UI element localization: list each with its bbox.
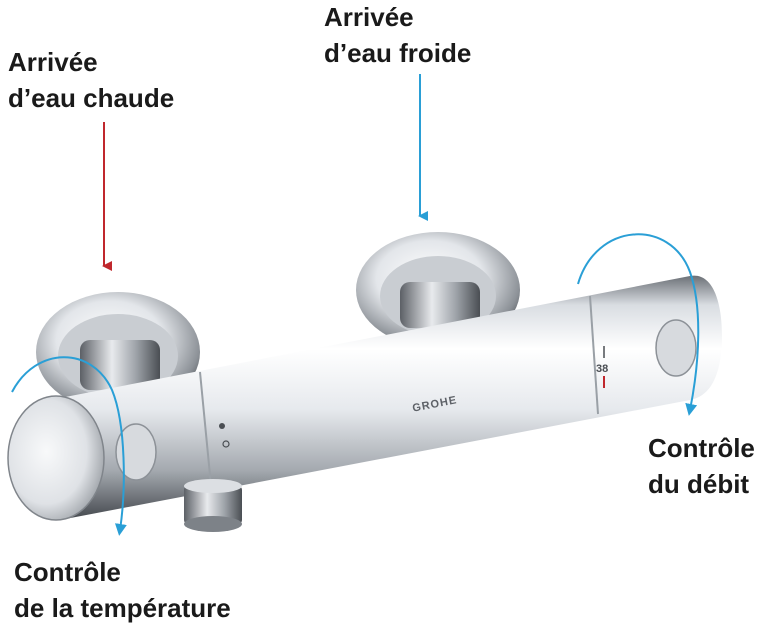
flow-control-label: Contrôle du débit xyxy=(648,430,755,502)
scale-mark: 38 xyxy=(596,363,608,375)
temperature-handle xyxy=(7,395,230,521)
cold-water-label-line2: d’eau froide xyxy=(324,38,472,68)
hot-water-label-line2: d’eau chaude xyxy=(8,83,175,113)
flow-control-label-line1: Contrôle xyxy=(648,433,755,463)
flow-rotation-arrow xyxy=(577,233,700,416)
thermostat-body xyxy=(60,275,722,520)
temperature-control-label: Contrôle de la température xyxy=(14,554,231,626)
cold-water-inlet-label: Arrivée d’eau froide xyxy=(324,0,471,71)
flow-handle: 38 xyxy=(596,319,697,388)
hot-water-inlet-label: Arrivée d’eau chaude xyxy=(8,44,174,116)
temperature-control-label-line2: de la température xyxy=(14,593,231,623)
hot-inlet-flange xyxy=(36,292,200,412)
shower-outlet xyxy=(184,479,242,532)
cold-water-label-line1: Arrivée xyxy=(324,2,414,32)
temperature-rotation-arrow xyxy=(11,356,127,536)
flow-control-label-line2: du débit xyxy=(648,469,750,499)
temperature-control-label-line1: Contrôle xyxy=(14,557,121,587)
hot-water-label-line1: Arrivée xyxy=(8,47,98,77)
